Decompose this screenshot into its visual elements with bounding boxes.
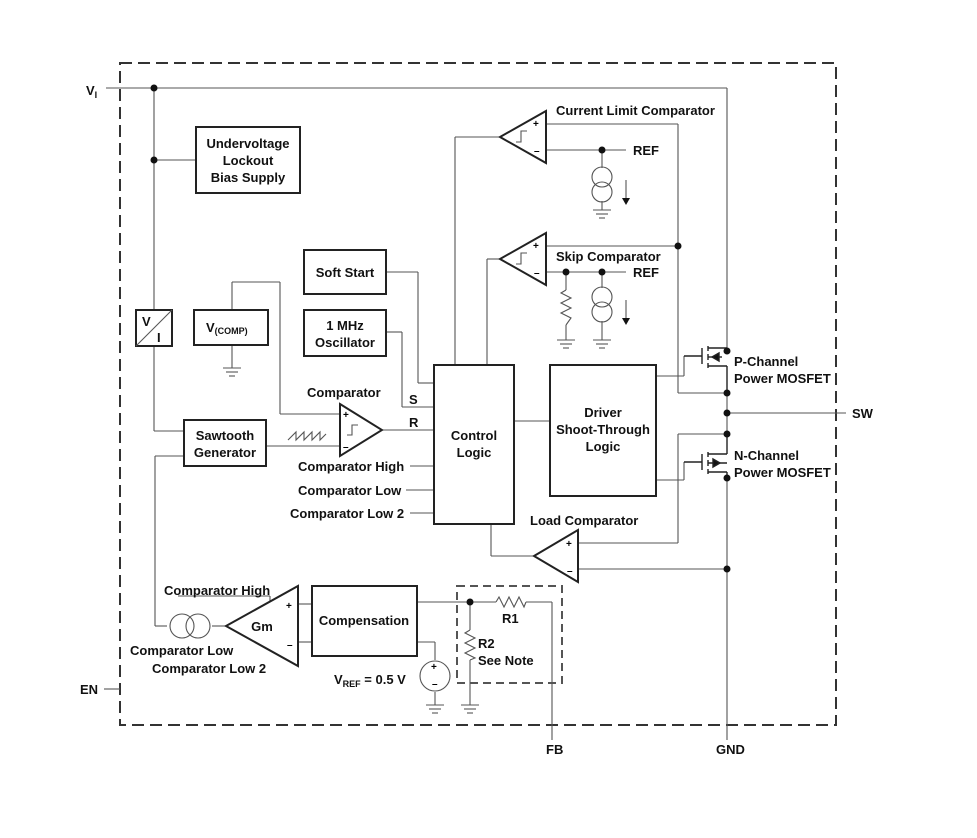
current-source-limit	[591, 166, 630, 205]
pch-label-line2: Power MOSFET	[734, 371, 831, 386]
s-label: S	[409, 392, 418, 407]
see-note-label: See Note	[478, 653, 534, 668]
pin-vi-label: VI	[86, 83, 97, 100]
nch-label-line1: N-Channel	[734, 448, 799, 463]
current-source-skip	[591, 286, 630, 325]
svg-text:Lockout: Lockout	[223, 153, 274, 168]
comp-low-label: Comparator Low	[298, 483, 402, 498]
ground-symbols	[223, 209, 611, 714]
gm-comp-low-label: Comparator Low	[130, 643, 234, 658]
skip-comparator-label: Skip Comparator	[556, 249, 661, 264]
svg-text:Compensation: Compensation	[319, 613, 409, 628]
svg-text:Logic: Logic	[457, 445, 492, 460]
vi-converter-block: V I	[135, 309, 173, 347]
current-limit-label: Current Limit Comparator	[556, 103, 715, 118]
current-limit-comparator: + –	[497, 109, 547, 165]
current-source-gm	[169, 613, 211, 639]
compensation-block: Compensation	[311, 585, 418, 657]
gm-comp-high-label: Comparator High	[164, 583, 270, 598]
svg-text:+: +	[431, 662, 437, 673]
svg-text:–: –	[534, 146, 540, 157]
svg-text:Oscillator: Oscillator	[315, 335, 375, 350]
svg-text:–: –	[567, 566, 573, 577]
driver-block: Driver Shoot-Through Logic	[549, 364, 657, 497]
sawtooth-generator-block: Sawtooth Generator	[183, 419, 267, 467]
svg-text:1 MHz: 1 MHz	[326, 318, 364, 333]
svg-text:V(COMP): V(COMP)	[206, 320, 248, 336]
uvlo-block: Undervoltage Lockout Bias Supply	[195, 126, 301, 194]
gm-label: Gm	[251, 619, 273, 634]
sawtooth-waveform-icon	[287, 430, 327, 442]
resistor-skip	[559, 289, 573, 326]
wiring	[104, 87, 846, 740]
svg-text:V: V	[142, 314, 151, 329]
ref2-label: REF	[633, 265, 659, 280]
oscillator-block: 1 MHz Oscillator	[303, 309, 387, 357]
svg-text:–: –	[287, 640, 293, 651]
svg-text:Control: Control	[451, 428, 497, 443]
svg-text:Undervoltage: Undervoltage	[206, 136, 289, 151]
ref1-label: REF	[633, 143, 659, 158]
svg-text:+: +	[533, 119, 539, 130]
pin-gnd-label: GND	[716, 742, 745, 757]
svg-text:–: –	[343, 442, 349, 453]
nch-label-line2: Power MOSFET	[734, 465, 831, 480]
svg-text:I: I	[157, 330, 161, 345]
vcomp-block: V(COMP)	[193, 309, 269, 346]
p-channel-mosfet-icon	[684, 346, 728, 393]
vref-label: VREF = 0.5 V	[334, 672, 406, 689]
svg-text:–: –	[534, 268, 540, 279]
pch-label-line1: P-Channel	[734, 354, 798, 369]
n-channel-mosfet-icon	[684, 434, 728, 478]
r-label: R	[409, 415, 419, 430]
pwm-comparator: + –	[339, 402, 384, 458]
svg-text:Generator: Generator	[194, 445, 256, 460]
load-comparator: + –	[532, 528, 579, 584]
svg-text:+: +	[343, 410, 349, 421]
junction-dots	[150, 84, 731, 606]
svg-text:Shoot-Through: Shoot-Through	[556, 422, 650, 437]
skip-comparator: + –	[497, 231, 547, 287]
pin-en-label: EN	[80, 682, 98, 697]
svg-text:–: –	[432, 679, 438, 690]
svg-text:+: +	[566, 539, 572, 550]
comparator-label: Comparator	[307, 385, 381, 400]
soft-start-block: Soft Start	[303, 249, 387, 295]
load-comparator-label: Load Comparator	[530, 513, 638, 528]
svg-text:+: +	[533, 241, 539, 252]
svg-text:Bias Supply: Bias Supply	[211, 170, 286, 185]
comp-high-label: Comparator High	[298, 459, 404, 474]
r2-label: R2	[478, 636, 495, 651]
comp-low2-label: Comparator Low 2	[290, 506, 404, 521]
pin-fb-label: FB	[546, 742, 563, 757]
r1-label: R1	[502, 611, 519, 626]
divider-box	[456, 585, 563, 684]
svg-text:+: +	[286, 601, 292, 612]
vref-source: + –	[419, 660, 451, 692]
svg-text:Logic: Logic	[586, 439, 621, 454]
gm-comp-low2-label: Comparator Low 2	[152, 661, 266, 676]
svg-text:Driver: Driver	[584, 405, 622, 420]
svg-text:Soft Start: Soft Start	[316, 265, 375, 280]
gm-amplifier: + – Gm	[223, 584, 299, 668]
resistor-r1	[495, 595, 527, 609]
svg-text:Sawtooth: Sawtooth	[196, 428, 255, 443]
pin-sw-label: SW	[852, 406, 874, 421]
control-logic-block: Control Logic	[433, 364, 515, 525]
resistor-r2	[463, 629, 477, 661]
ic-boundary	[119, 62, 837, 726]
